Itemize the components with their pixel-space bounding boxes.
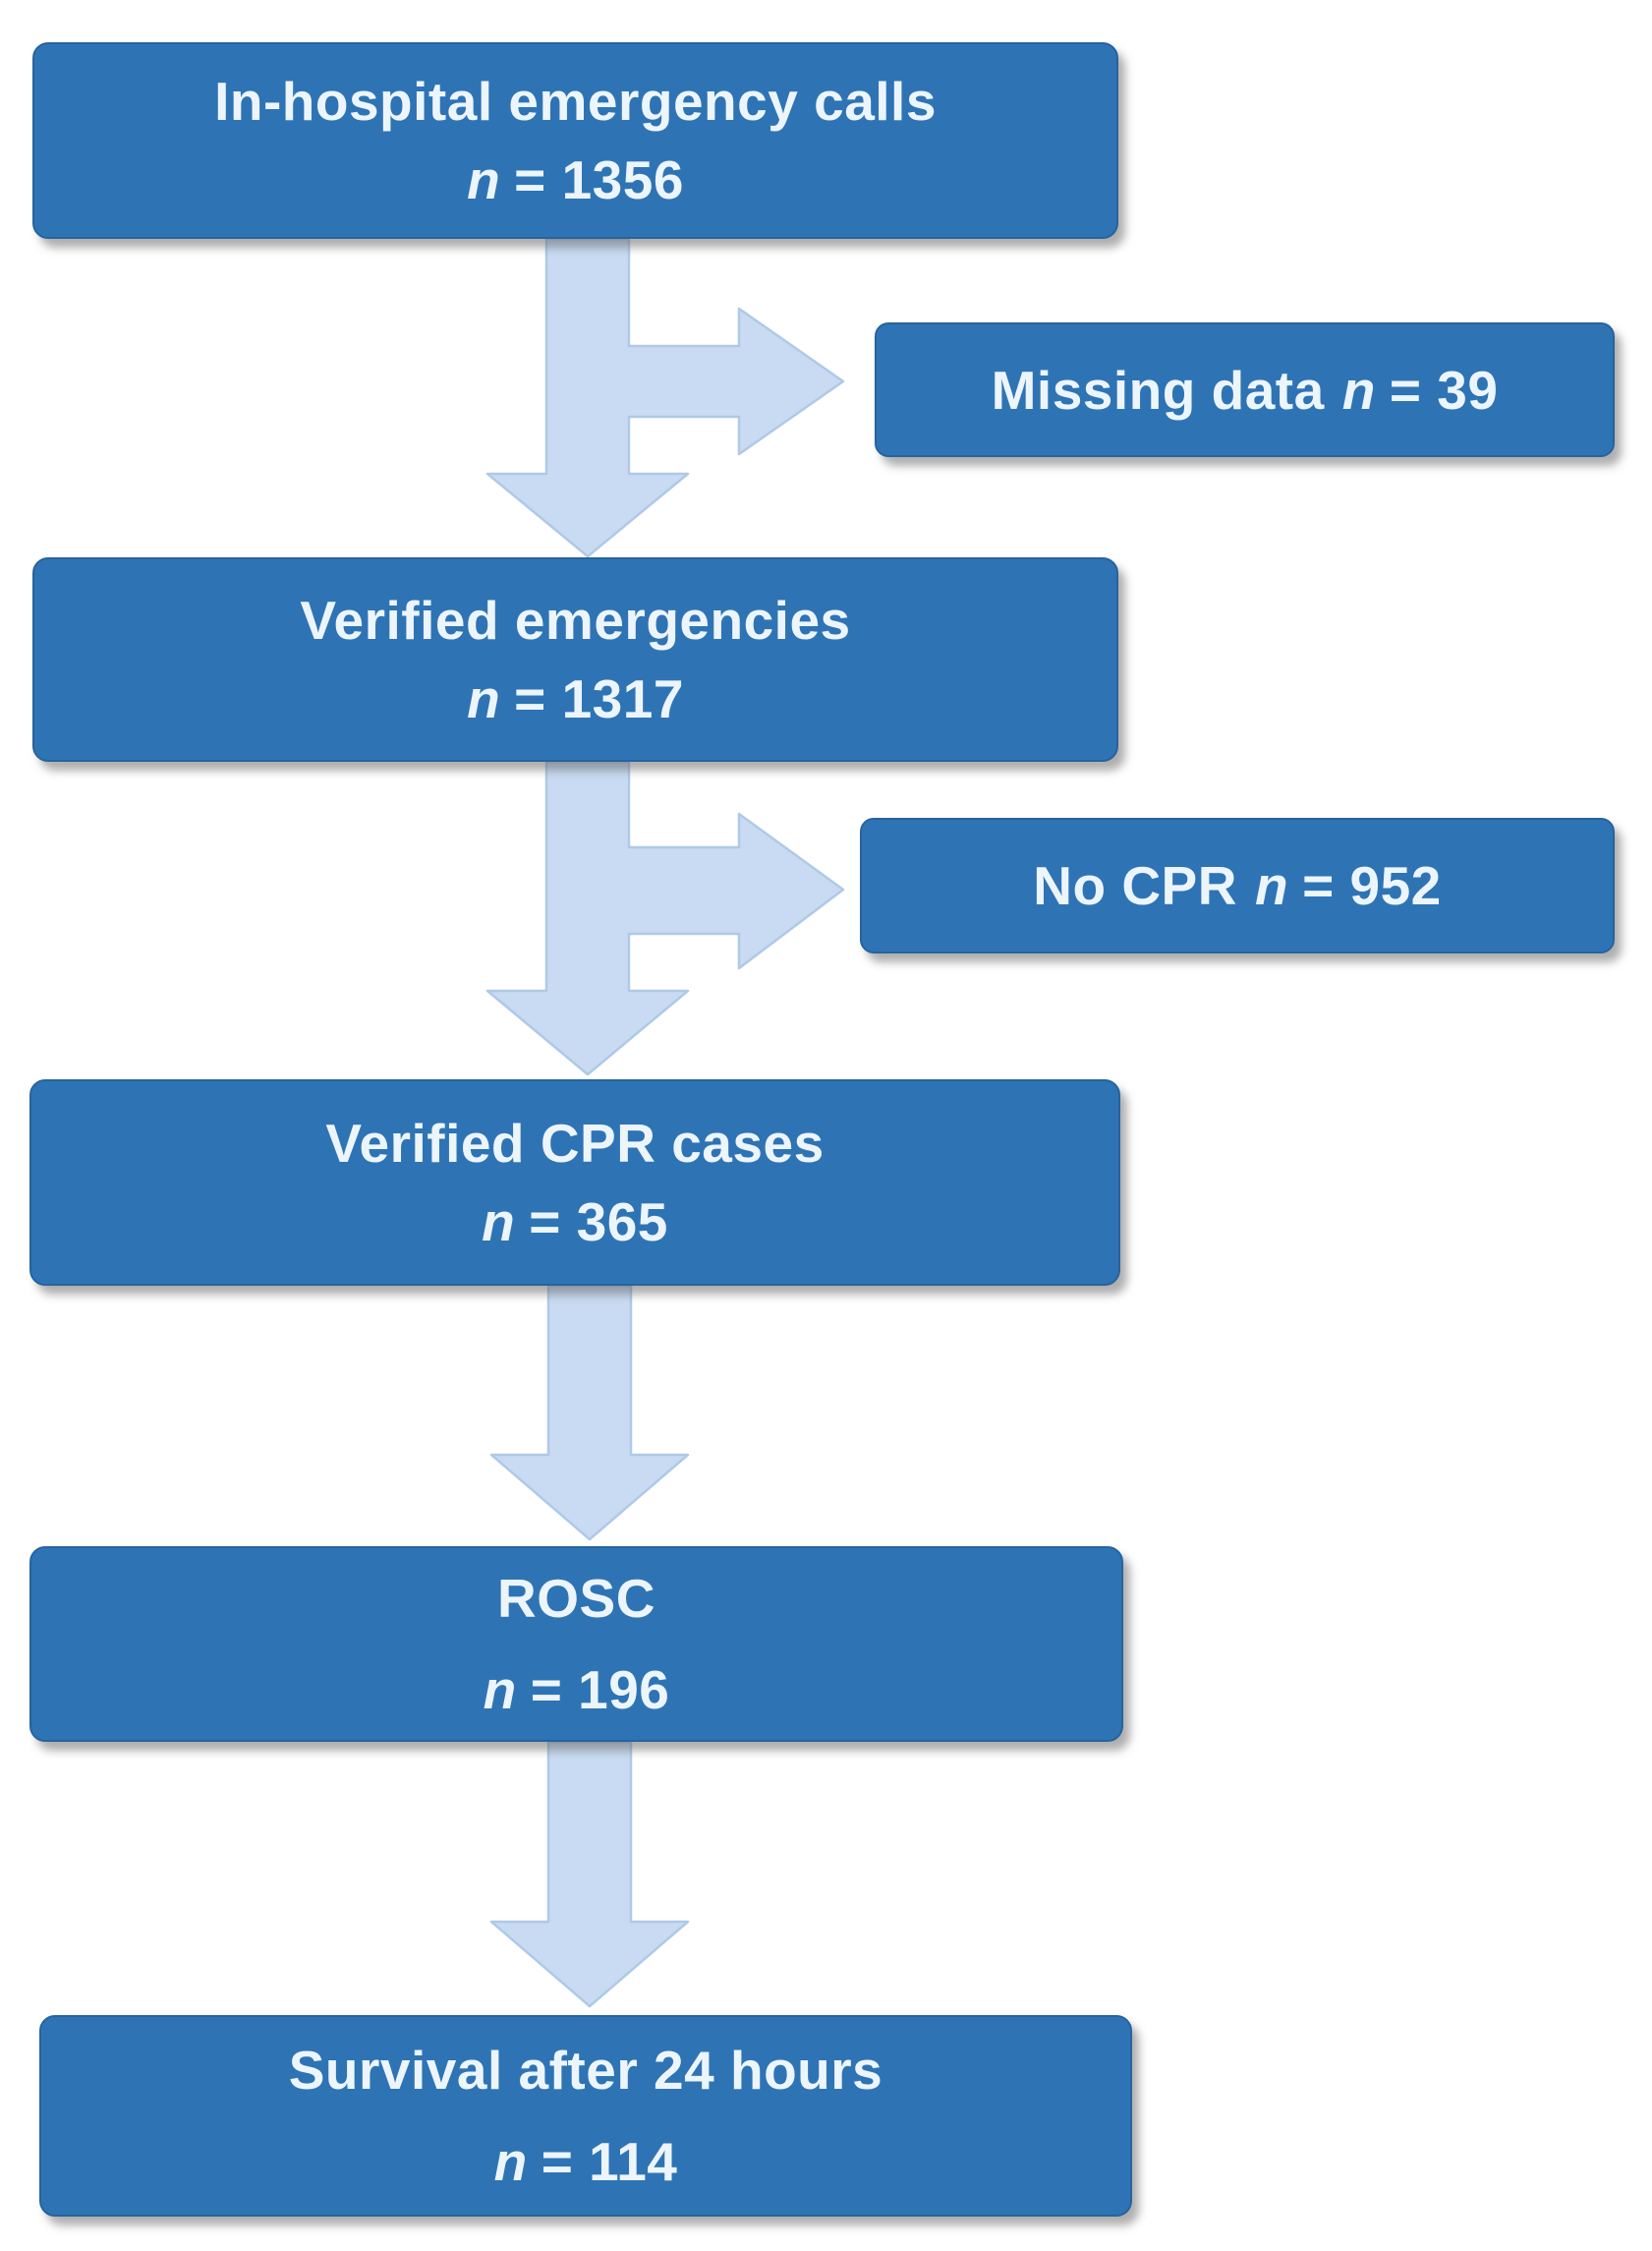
n-symbol: n xyxy=(493,2130,528,2192)
n-value: = 1356 xyxy=(514,149,684,210)
flow-box-verified-cpr-cases: Verified CPR cases n= 365 xyxy=(29,1079,1120,1286)
n-symbol: n xyxy=(467,668,501,729)
n-symbol: n xyxy=(467,149,501,210)
flow-box-count: n= 365 xyxy=(482,1183,668,1261)
n-value: = 952 xyxy=(1302,855,1442,916)
n-value: = 39 xyxy=(1389,359,1499,421)
n-symbol: n xyxy=(483,1658,517,1720)
n-value: = 365 xyxy=(529,1191,668,1252)
flow-box-label: Missing data xyxy=(991,359,1325,421)
flow-box-label-line: Missing data n= 39 xyxy=(992,351,1499,430)
arrow-down-icon xyxy=(489,1740,690,2008)
flow-box-no-cpr: No CPR n= 952 xyxy=(860,818,1615,953)
flow-box-in-hospital-emergency-calls: In-hospital emergency calls n= 1356 xyxy=(32,42,1118,239)
flow-box-verified-emergencies: Verified emergencies n= 1317 xyxy=(32,557,1118,762)
n-value: = 114 xyxy=(541,2130,678,2192)
n-symbol: n xyxy=(1254,855,1289,916)
arrow-down-icon xyxy=(489,1284,690,1541)
flow-box-count: n= 114 xyxy=(494,2116,678,2208)
n-symbol: n xyxy=(1341,359,1376,421)
flow-box-missing-data: Missing data n= 39 xyxy=(875,322,1615,457)
n-value: = 1317 xyxy=(514,668,684,729)
flow-box-rosc: ROSC n= 196 xyxy=(29,1546,1123,1742)
flow-box-label: Survival after 24 hours xyxy=(288,2039,883,2101)
flow-box-label-line: No CPR n= 952 xyxy=(1033,846,1442,925)
flow-box-count: n= 196 xyxy=(484,1645,670,1736)
flow-box-label: Verified CPR cases xyxy=(325,1113,825,1174)
n-symbol: n xyxy=(482,1191,516,1252)
flow-box-label: No CPR xyxy=(1033,855,1237,916)
flow-box-count: n= 1317 xyxy=(467,660,684,738)
n-value: = 196 xyxy=(530,1658,670,1720)
flow-box-survival-after-24-hours: Survival after 24 hours n= 114 xyxy=(39,2015,1132,2217)
flow-box-label: Verified emergencies xyxy=(300,590,851,651)
flow-box-count: n= 1356 xyxy=(467,141,684,219)
arrow-down-with-right-branch-icon xyxy=(485,760,845,1076)
flow-box-label: In-hospital emergency calls xyxy=(214,71,937,132)
flow-box-label: ROSC xyxy=(497,1567,655,1629)
arrow-down-with-right-branch-icon xyxy=(485,237,845,558)
